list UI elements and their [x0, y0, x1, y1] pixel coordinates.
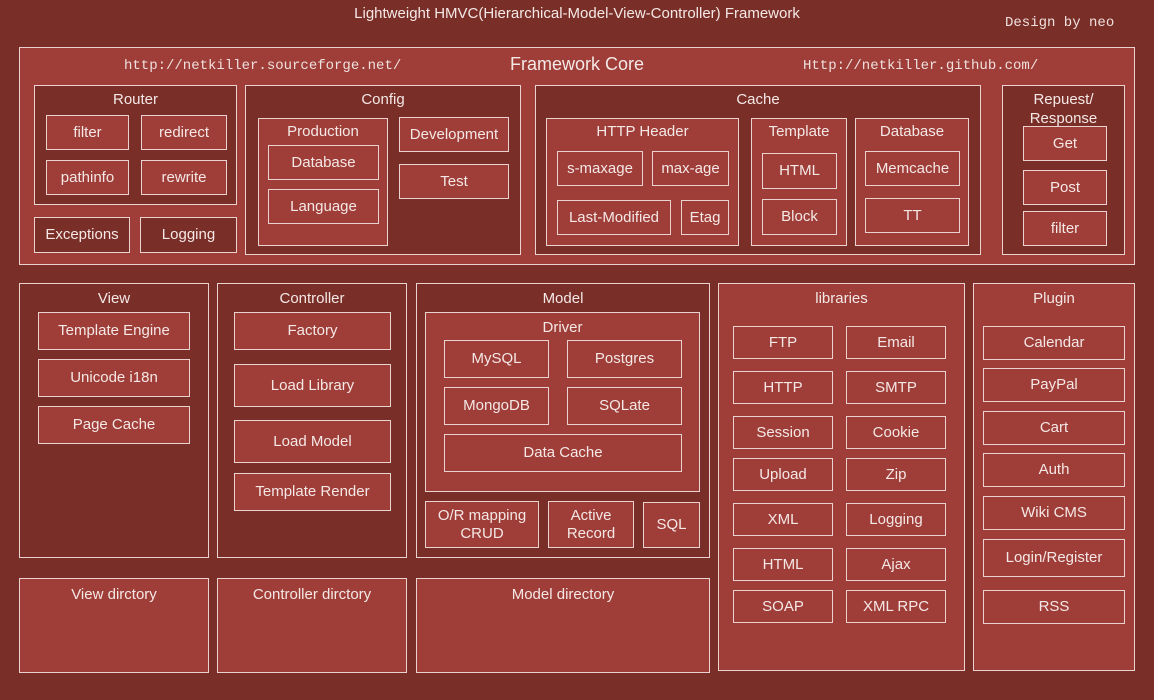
driver-mongodb: MongoDB: [444, 387, 549, 425]
production-title: Production: [287, 123, 359, 140]
sql-box: SQL: [643, 502, 700, 548]
cache-database-title: Database: [879, 123, 945, 140]
http-header-title: HTTP Header: [596, 123, 689, 140]
model-directory-panel: Model directory: [416, 578, 710, 673]
router-filter: filter: [46, 115, 129, 150]
library-item: Logging: [846, 503, 946, 536]
active-record-box: Active Record: [548, 501, 634, 548]
plugin-item: Calendar: [983, 326, 1125, 360]
controller-template-render: Template Render: [234, 473, 391, 511]
driver-mysql: MySQL: [444, 340, 549, 378]
http-maxage: max-age: [652, 151, 729, 186]
driver-sqlate: SQLate: [567, 387, 682, 425]
controller-factory: Factory: [234, 312, 391, 350]
libraries-title: libraries: [815, 290, 868, 307]
router-rewrite: rewrite: [141, 160, 227, 195]
plugin-item: Auth: [983, 453, 1125, 487]
library-item: XML: [733, 503, 833, 536]
request-title-line1: Repuest/: [1033, 91, 1094, 108]
driver-title: Driver: [542, 319, 583, 336]
router-title: Router: [112, 91, 159, 108]
view-unicode-i18n: Unicode i18n: [38, 359, 190, 397]
controller-load-model: Load Model: [234, 420, 391, 463]
http-last-modified: Last-Modified: [557, 200, 671, 235]
library-item: HTTP: [733, 371, 833, 404]
active-line2: Record: [566, 524, 616, 542]
cache-template-html: HTML: [762, 153, 837, 189]
controller-title: Controller: [279, 290, 345, 307]
cache-memcache: Memcache: [865, 151, 960, 186]
plugin-item: PayPal: [983, 368, 1125, 402]
cache-template-block: Block: [762, 199, 837, 235]
plugin-title: Plugin: [1033, 290, 1075, 307]
cache-title: Cache: [736, 91, 780, 108]
request-get: Get: [1023, 126, 1107, 161]
driver-data-cache: Data Cache: [444, 434, 682, 472]
cache-template-title: Template: [768, 123, 830, 140]
orm-line1: O/R mapping: [437, 506, 527, 524]
library-item: FTP: [733, 326, 833, 359]
framework-core-title: Framework Core: [509, 54, 645, 74]
library-item: Upload: [733, 458, 833, 491]
credit-text: Design by neo: [1005, 15, 1115, 31]
production-database: Database: [268, 145, 379, 180]
library-item: Ajax: [846, 548, 946, 581]
production-panel: Production: [258, 118, 388, 246]
library-item: Cookie: [846, 416, 946, 449]
controller-directory-panel: Controller dirctory: [217, 578, 407, 673]
config-title: Config: [361, 91, 405, 108]
library-item: Zip: [846, 458, 946, 491]
router-redirect: redirect: [141, 115, 227, 150]
plugin-item: Cart: [983, 411, 1125, 445]
orm-line2: CRUD: [460, 524, 504, 542]
url-sourceforge: http://netkiller.sourceforge.net/: [124, 58, 402, 74]
view-directory-title: View dirctory: [71, 586, 157, 603]
exceptions-box: Exceptions: [34, 217, 130, 253]
http-etag: Etag: [681, 200, 729, 235]
model-title: Model: [542, 290, 584, 307]
view-page-cache: Page Cache: [38, 406, 190, 444]
development-box: Development: [399, 117, 509, 152]
model-directory-title: Model directory: [511, 586, 615, 603]
view-title: View: [97, 290, 131, 307]
controller-load-library: Load Library: [234, 364, 391, 407]
url-github: Http://netkiller.github.com/: [803, 58, 1039, 74]
plugin-item: RSS: [983, 590, 1125, 624]
driver-postgres: Postgres: [567, 340, 682, 378]
test-box: Test: [399, 164, 509, 199]
logging-box: Logging: [140, 217, 237, 253]
plugin-item: Wiki CMS: [983, 496, 1125, 530]
request-title-line2: Response: [1029, 110, 1098, 127]
library-item: SMTP: [846, 371, 946, 404]
cache-tt: TT: [865, 198, 960, 233]
router-pathinfo: pathinfo: [46, 160, 129, 195]
library-item: Email: [846, 326, 946, 359]
library-item: XML RPC: [846, 590, 946, 623]
active-line1: Active: [570, 506, 612, 524]
request-post: Post: [1023, 170, 1107, 205]
controller-directory-title: Controller dirctory: [252, 586, 372, 603]
plugin-item: Login/Register: [983, 539, 1125, 577]
view-template-engine: Template Engine: [38, 312, 190, 350]
library-item: HTML: [733, 548, 833, 581]
request-filter: filter: [1023, 211, 1107, 246]
production-language: Language: [268, 189, 379, 224]
http-smaxage: s-maxage: [557, 151, 643, 186]
view-directory-panel: View dirctory: [19, 578, 209, 673]
orm-crud-box: O/R mapping CRUD: [425, 501, 539, 548]
diagram-title: Lightweight HMVC(Hierarchical-Model-View…: [354, 5, 800, 22]
library-item: SOAP: [733, 590, 833, 623]
library-item: Session: [733, 416, 833, 449]
